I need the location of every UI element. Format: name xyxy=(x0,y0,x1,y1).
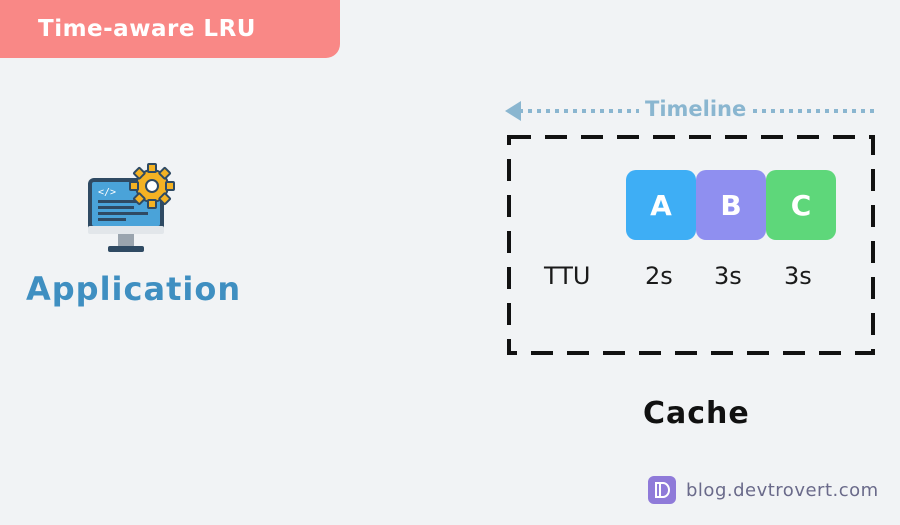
footer-link[interactable]: blog.devtrovert.com xyxy=(648,476,879,504)
ttu-value-a: 2s xyxy=(645,262,673,290)
ttu-label: TTU xyxy=(544,262,591,290)
diagram-title: Time-aware LRU xyxy=(38,16,256,42)
footer-text: blog.devtrovert.com xyxy=(686,479,879,501)
cache-item-key: A xyxy=(650,188,672,222)
monitor-gear-icon: </> xyxy=(86,162,178,262)
ttu-value-c: 3s xyxy=(784,262,812,290)
application-label: Application xyxy=(26,270,242,308)
timeline-arrow xyxy=(505,101,875,121)
title-banner: Time-aware LRU xyxy=(0,0,340,58)
cache-box xyxy=(507,135,875,355)
cache-item-a: A xyxy=(626,170,696,240)
cache-item-c: C xyxy=(766,170,836,240)
cache-item-key: C xyxy=(790,188,812,222)
cache-item-b: B xyxy=(696,170,766,240)
timeline-label: Timeline xyxy=(639,97,753,121)
cache-item-key: B xyxy=(720,188,742,222)
cache-label: Cache xyxy=(643,396,750,431)
devtrovert-logo-icon xyxy=(648,476,676,504)
ttu-value-b: 3s xyxy=(714,262,742,290)
svg-text:</>: </> xyxy=(98,187,116,198)
